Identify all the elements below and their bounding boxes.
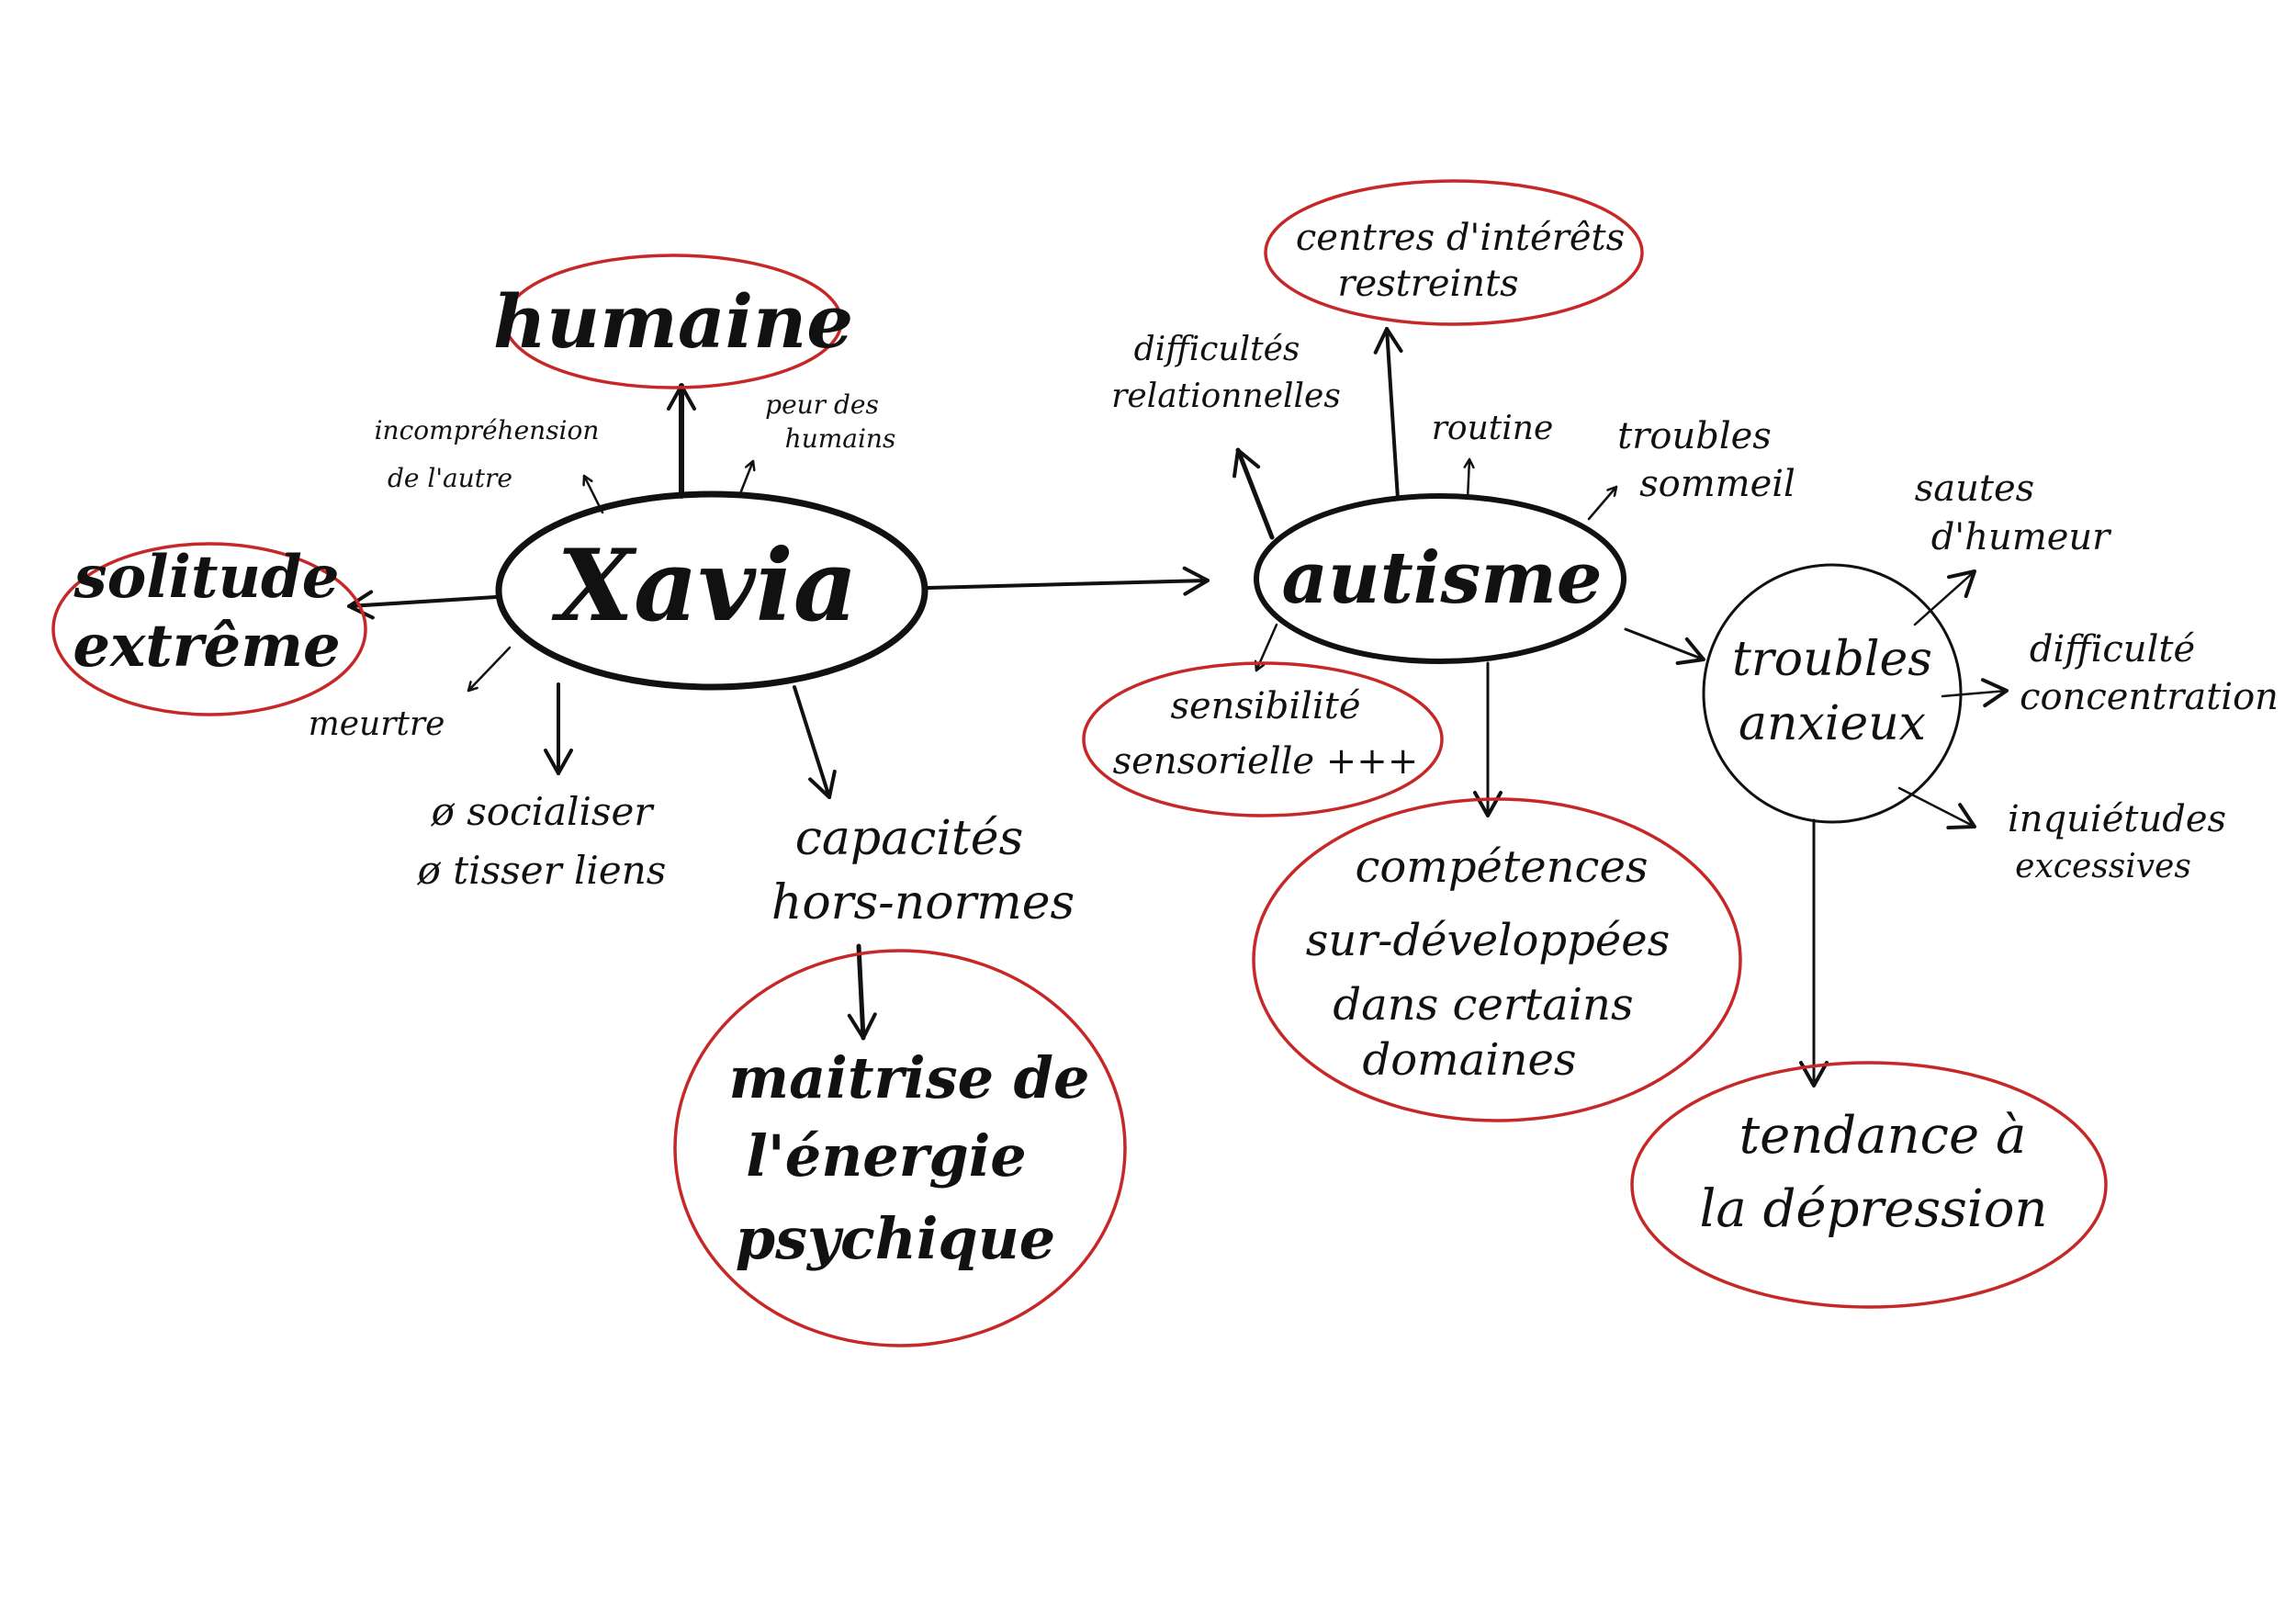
maitrise-label-line3: psychique [736, 1205, 1056, 1272]
sensibilite-label-line1: sensibilité [1170, 685, 1360, 727]
troubles-anxieux-label-line1: troubles [1732, 632, 1932, 687]
label-sautes-line2: d'humeur [1931, 516, 2112, 558]
centres-ellipse [1264, 179, 1644, 326]
maitrise-label-line2: l'énergie [746, 1122, 1027, 1189]
label-troubles-sommeil-line1: troubles [1617, 415, 1772, 457]
label-capacites-line1: capacités [795, 811, 1024, 866]
depression-label-line2: la dépression [1699, 1179, 2047, 1239]
competences-label-line1: compétences [1356, 841, 1649, 893]
centres-label-line1: centres d'intérêts [1296, 217, 1625, 259]
competences-ellipse [1252, 797, 1742, 1122]
edge-autisme-routine [1468, 457, 1469, 501]
label-inquietudes-line2: excessives [2015, 848, 2191, 885]
node-depression: tendance à la dépression [1630, 1061, 2108, 1309]
label-inquietudes-line1: inquiétudes [2008, 798, 2226, 840]
centres-label-line2: restreints [1337, 263, 1518, 305]
label-meurtre: meurtre [309, 705, 445, 743]
edge-autisme-troubles-anxieux [1624, 627, 1705, 666]
node-autisme: autisme [1254, 493, 1626, 664]
xavia-label: Xavia [551, 528, 858, 644]
edge-xavia-peur [737, 459, 753, 498]
label-socialiser: ø socialiser [431, 789, 656, 834]
edge-autisme-sommeil [1587, 485, 1618, 521]
node-sensibilite: sensibilité sensorielle +++ [1082, 661, 1444, 817]
label-sautes-line1: sautes [1915, 468, 2034, 510]
edge-autisme-difficultes-rel [1232, 447, 1275, 540]
node-humaine: humaine [493, 254, 853, 389]
edge-autisme-centres [1373, 327, 1403, 501]
label-difficultes-rel-line2: relationnelles [1111, 378, 1341, 415]
node-xavia: Xavia [495, 490, 929, 691]
maitrise-ellipse [673, 949, 1127, 1347]
solitude-ellipse [51, 542, 367, 716]
node-centres: centres d'intérêts restreints [1264, 179, 1644, 326]
label-capacites-line2: hors-normes [771, 875, 1075, 930]
solitude-label-line1: solitude [73, 543, 340, 612]
edge-xavia-solitude [347, 590, 498, 620]
edge-capacites-maitrise [847, 943, 877, 1041]
competences-label-line2: sur-développées [1306, 915, 1671, 966]
humaine-label: humaine [493, 278, 853, 365]
node-solitude: solitude extrême [51, 542, 367, 716]
edge-xavia-autisme [926, 566, 1210, 596]
maitrise-label-line1: maitrise de [729, 1044, 1090, 1111]
label-incomprehension-line2: de l'autre [388, 463, 512, 493]
node-troubles-anxieux: troubles anxieux [1702, 563, 1963, 824]
sensibilite-label-line2: sensorielle +++ [1113, 740, 1419, 783]
label-troubles-sommeil-line2: sommeil [1639, 463, 1795, 505]
node-maitrise: maitrise de l'énergie psychique [673, 949, 1127, 1347]
sensibilite-ellipse [1082, 661, 1444, 817]
label-tisser: ø tisser liens [417, 848, 667, 893]
competences-label-line3: dans certains [1333, 979, 1633, 1031]
label-concentration-line2: concentration [2020, 676, 2279, 718]
autisme-ellipse [1254, 493, 1626, 664]
label-difficultes-rel-line1: difficultés [1134, 331, 1300, 368]
label-peur-line1: peur des [765, 389, 879, 420]
label-routine: routine [1432, 410, 1554, 447]
node-competences: compétences sur-développées dans certain… [1252, 797, 1742, 1122]
free-labels: incompréhension de l'autre peur des huma… [309, 331, 2279, 930]
depression-label-line1: tendance à [1739, 1106, 2027, 1166]
edge-anxieux-sautes [1913, 569, 1976, 626]
edge-xavia-meurtre [467, 646, 512, 693]
troubles-anxieux-label-line2: anxieux [1739, 696, 1926, 751]
autisme-label: autisme [1282, 536, 1603, 620]
troubles-anxieux-circle [1702, 563, 1963, 824]
xavia-ellipse [495, 490, 929, 691]
depression-ellipse [1630, 1061, 2108, 1309]
label-incomprehension-line1: incompréhension [375, 415, 600, 445]
edge-xavia-capacites [793, 685, 837, 799]
solitude-label-line2: extrême [73, 612, 340, 681]
competences-label-line4: domaines [1362, 1034, 1576, 1086]
humaine-ellipse [503, 254, 843, 389]
edge-anxieux-concentration [1941, 678, 2009, 708]
label-peur-line2: humains [785, 423, 896, 454]
label-concentration-line1: difficulté [2030, 628, 2195, 671]
